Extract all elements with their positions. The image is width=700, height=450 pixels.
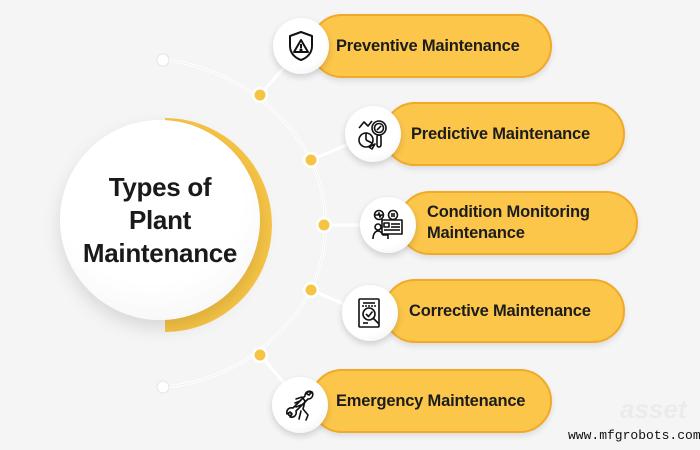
shield-warning-icon — [273, 18, 329, 74]
site-watermark: www.mfgrobots.com — [568, 428, 700, 443]
item-condition-monitoring-maintenance: Condition Monitoring Maintenance — [398, 191, 638, 255]
item-label: Condition Monitoring Maintenance — [427, 203, 590, 242]
item-label: Predictive Maintenance — [411, 124, 591, 143]
item-predictive-maintenance: Predictive Maintenance — [383, 102, 625, 166]
ghost-watermark-logo: asset — [620, 394, 687, 425]
analytics-magnifier-icon — [345, 106, 401, 162]
hub-title: Types of Plant Maintenance — [70, 171, 250, 270]
document-check-icon — [342, 285, 398, 341]
hub-title-line: Maintenance — [82, 237, 238, 268]
arc-end-dot — [156, 380, 170, 394]
monitoring-operator-icon — [360, 197, 416, 253]
hub-circle: Types of Plant Maintenance — [60, 120, 260, 320]
node-dots — [252, 87, 332, 363]
hub-title-line: Types of — [108, 171, 212, 202]
item-corrective-maintenance: Corrective Maintenance — [383, 279, 625, 343]
item-emergency-maintenance: Emergency Maintenance — [310, 369, 552, 433]
arc-end-dot — [156, 53, 170, 67]
hub-title-line: Plant — [128, 204, 192, 235]
hand-wrench-icon — [272, 377, 328, 433]
item-label: Emergency Maintenance — [336, 391, 526, 410]
item-preventive-maintenance: Preventive Maintenance — [310, 14, 552, 78]
item-label: Corrective Maintenance — [409, 301, 591, 320]
item-label: Preventive Maintenance — [336, 36, 520, 55]
